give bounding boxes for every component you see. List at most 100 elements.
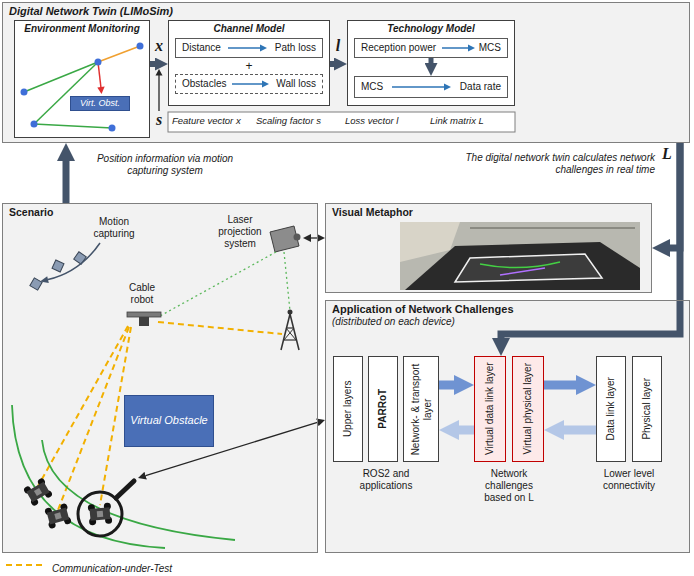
- robot-path: [42, 440, 235, 540]
- projector-lens: [294, 234, 301, 241]
- layer-box: Data link layer: [596, 356, 626, 462]
- part-name: Laser projection system: [212, 214, 268, 250]
- node-text: Technology Model: [352, 23, 510, 35]
- variable-note: Scaling factor s: [256, 115, 321, 126]
- device-dot: [31, 121, 38, 128]
- node-fill: [474, 356, 506, 462]
- layer-group-note: ROS2 and applications: [351, 468, 421, 492]
- node-text: Application of Network Challenges: [332, 303, 683, 316]
- label-box: Position information via motion capturin…: [80, 153, 250, 177]
- node-text: Visual Metaphor: [332, 206, 645, 219]
- blocked-link-line: [98, 62, 101, 88]
- node-text: Reception power: [361, 42, 436, 54]
- node-fill: [175, 38, 323, 58]
- label-box: Laser projection system: [212, 214, 268, 250]
- legend-sample: [6, 564, 46, 566]
- part-name: Cable robot: [122, 282, 162, 306]
- camera-icon: [74, 252, 87, 265]
- camera-icon: [30, 278, 42, 290]
- mapping-arrow: [392, 86, 444, 88]
- mapping-box: ObstaclesWall loss: [175, 74, 323, 94]
- metaphor-panel: Visual Metaphor: [325, 203, 652, 293]
- mapping-arrow-head: [468, 45, 475, 52]
- node-text: Virt. Obst.: [80, 98, 120, 109]
- photo-area: [455, 254, 602, 282]
- link-line: [34, 62, 98, 124]
- mapping-box: Reception powerMCS: [354, 38, 508, 58]
- model-box: Technology ModelReception powerMCS MCSDat…: [347, 20, 515, 106]
- label-box: x: [152, 38, 166, 54]
- scaling-arrow: [158, 75, 159, 111]
- node-fill: [14, 20, 150, 138]
- comm-link: [100, 327, 131, 505]
- legend-text: Communication-under-Test: [52, 563, 172, 574]
- node-text: Virtual data link layer: [484, 360, 496, 458]
- projection-ray: [284, 252, 290, 311]
- virtual-layer-box: Virtual physical layer: [512, 356, 544, 462]
- comm-link: [58, 327, 129, 510]
- part-name: Motion capturing: [84, 216, 144, 240]
- photo-floor: [405, 242, 640, 290]
- cable-robot-platform: [127, 312, 161, 317]
- node-text: Environment Monitoring: [19, 23, 145, 35]
- photo-beam: [470, 227, 635, 229]
- robot-path: [12, 405, 165, 548]
- robot: [88, 503, 113, 526]
- mapping-arrow-head: [262, 81, 269, 88]
- node-fill: [596, 356, 626, 462]
- node-fill: [70, 96, 130, 111]
- label-box: l: [331, 38, 345, 54]
- operator-sign: +: [242, 59, 256, 73]
- tower-bar: [286, 327, 294, 328]
- node-subtext: (distributed on each device): [332, 316, 683, 328]
- mapping-box: Distance Path loss: [175, 38, 323, 58]
- projection-ray: [160, 252, 276, 316]
- node-text: Channel Model: [173, 23, 325, 35]
- label-box: L: [660, 146, 674, 162]
- robot-sensor: [97, 511, 104, 518]
- node-fill: [325, 300, 690, 553]
- node-text: Digital Network Twin (LIMoSim): [9, 5, 683, 18]
- node-text: Network- & transport layer: [410, 360, 433, 458]
- monitoring-box: Environment MonitoringVirt. Obst.: [14, 20, 150, 138]
- virtual-layer-box: Virtual data link layer: [474, 356, 506, 462]
- variable-note: Link matrix L: [430, 115, 484, 126]
- node-fill: [2, 2, 690, 143]
- node-text: Physical layer: [641, 360, 653, 458]
- variable-note: Loss vector l: [345, 115, 398, 126]
- node-text: Obstacles: [182, 78, 226, 90]
- math-symbol: L: [660, 146, 674, 162]
- node-subtext: Path loss: [275, 42, 316, 54]
- edge-label: Position information via motion capturin…: [80, 153, 250, 177]
- flow-arrow: [564, 426, 596, 435]
- label-box: ROS2 and applications: [351, 468, 421, 492]
- tower-leg: [281, 314, 290, 350]
- flow-arrow: [459, 426, 474, 435]
- flow-arrow: [146, 422, 318, 475]
- obstacle-box: Virtual Obstacle: [124, 395, 214, 447]
- device-dot: [21, 89, 28, 96]
- node-fill: [403, 356, 439, 462]
- node-text: Virtual Obstacle: [130, 414, 207, 427]
- node-fill: [333, 356, 363, 462]
- scenario-panel: ScenarioVirtual Obstacle: [2, 203, 318, 553]
- flow-arrow: [439, 381, 454, 390]
- label-box: Feature vector x: [172, 115, 241, 126]
- node-fill: [168, 20, 330, 106]
- robot: [44, 503, 72, 529]
- node-text: Virtual physical layer: [522, 360, 534, 458]
- node-fill: [354, 76, 508, 98]
- label-box: Scaling factor s: [256, 115, 321, 126]
- layer-box: Upper layers: [333, 356, 363, 462]
- robot-body: [26, 482, 49, 502]
- label-box: Motion capturing: [84, 216, 144, 240]
- label-box: +: [242, 59, 256, 73]
- node-text: Distance: [182, 42, 221, 54]
- mapping-arrow: [228, 47, 260, 49]
- link-line: [34, 124, 112, 128]
- link-line: [24, 62, 98, 92]
- mapping-box: MCSData rate: [354, 76, 508, 98]
- robot-sensor: [34, 488, 42, 496]
- label-box: s: [152, 112, 166, 128]
